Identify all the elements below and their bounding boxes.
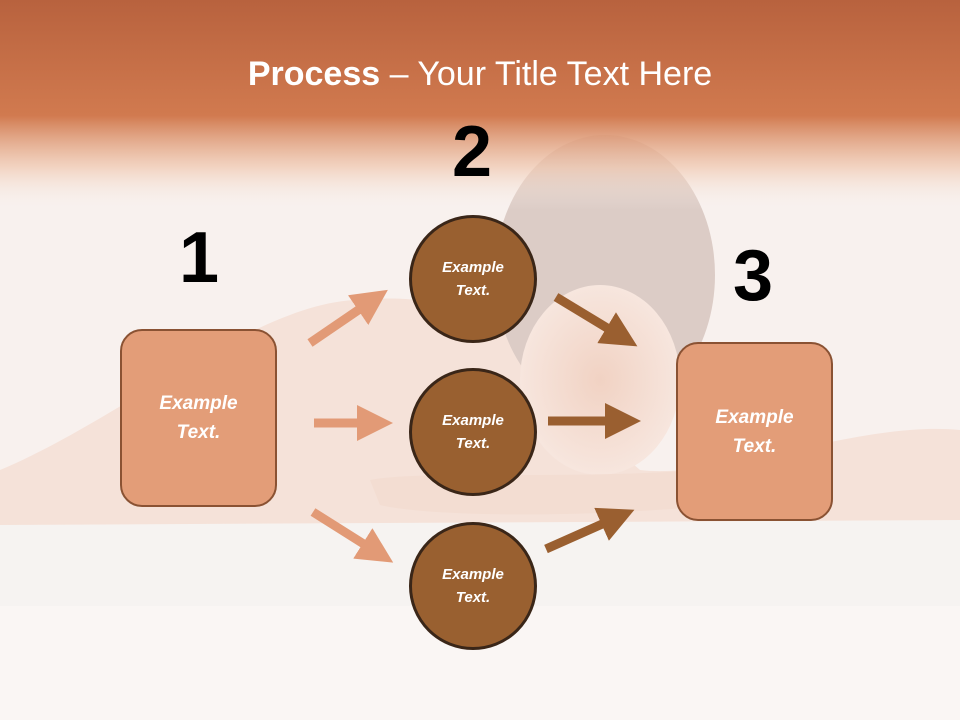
step-number-1: 1 <box>178 218 220 298</box>
slide-title: Process – Your Title Text Here <box>0 52 960 96</box>
step-1-label: Example Text. <box>159 393 238 443</box>
step-3-label: Example Text. <box>715 406 794 457</box>
title-bold: Process <box>247 55 381 93</box>
arrow-left-down <box>310 508 394 563</box>
circle-bottom-label: Example Text. <box>442 566 504 606</box>
arrow-right-up <box>544 507 635 554</box>
circle-bottom: Example Text. <box>409 522 537 650</box>
arrow-right-down <box>553 293 638 347</box>
title-rest: – Your Title Text Here <box>380 55 713 93</box>
circle-middle: Example Text. <box>409 368 537 496</box>
step-3-box: Example Text. <box>676 342 833 521</box>
step-1-box: Example Text. <box>120 329 277 507</box>
circle-top-label: Example Text. <box>442 259 504 299</box>
circle-top: Example Text. <box>409 215 537 343</box>
step-number-2: 2 <box>451 112 493 192</box>
circle-middle-label: Example Text. <box>442 412 504 452</box>
step-number-3: 3 <box>732 236 774 316</box>
arrow-left-up <box>307 289 388 347</box>
